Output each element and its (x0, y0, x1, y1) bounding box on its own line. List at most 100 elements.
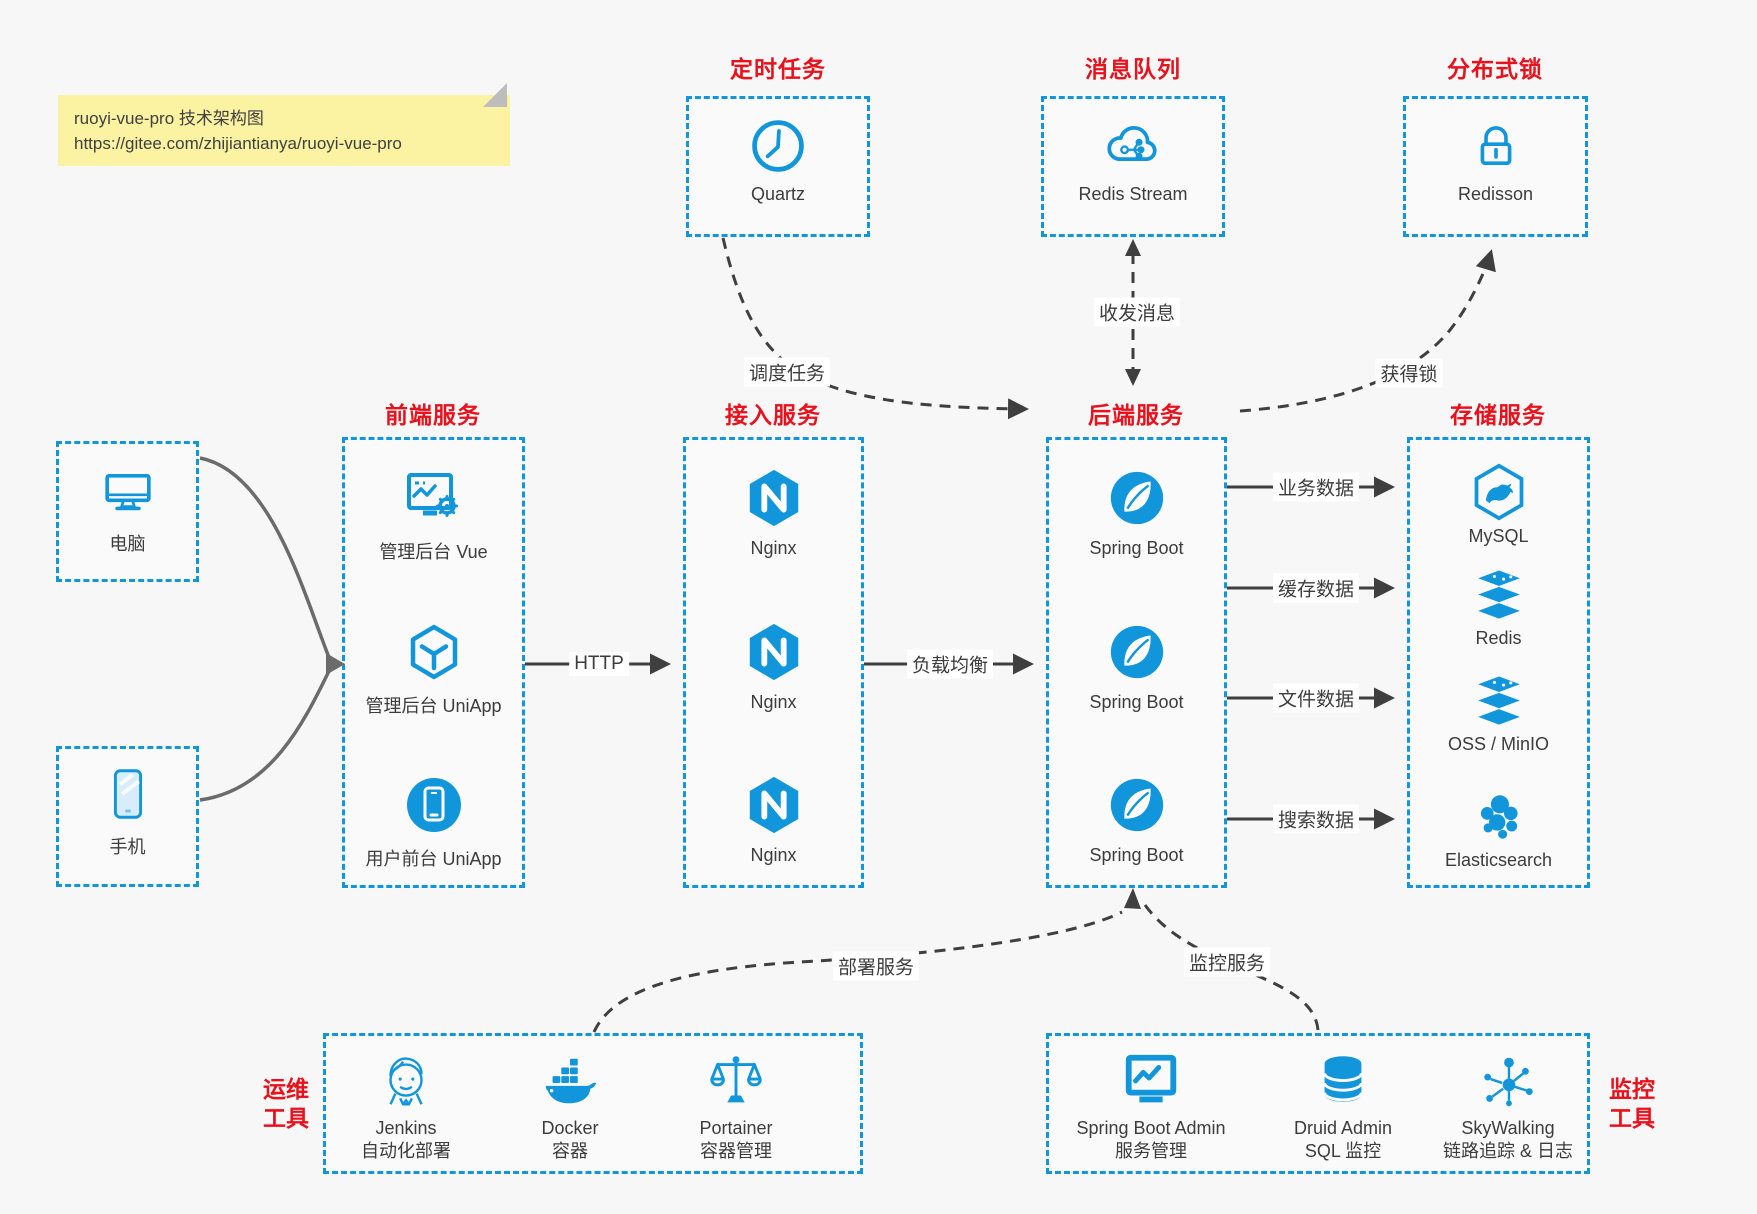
pc-client-label: 电脑 (109, 534, 146, 554)
clock-icon (752, 120, 804, 172)
storage-item-label: Redis (1475, 628, 1522, 648)
monitor-item-desc: 服务管理 (1115, 1141, 1187, 1161)
admin-vue-icon (406, 473, 458, 517)
ops-item-desc: 自动化部署 (361, 1141, 451, 1161)
backend-item-springboot-2: Spring Boot (1049, 620, 1224, 713)
desktop-icon (104, 473, 151, 511)
sticky-note: ruoyi-vue-pro 技术架构图 https://gitee.com/zh… (58, 83, 510, 166)
ops-item-desc: 容器 (552, 1141, 588, 1161)
access-item-nginx-1: Nginx (686, 466, 861, 559)
nginx-icon (749, 469, 798, 527)
ops-item-name: Docker (541, 1118, 599, 1138)
group-title-access: 接入服务 (725, 402, 821, 428)
frontend-item-user-uniapp: 用户前台 UniApp (345, 773, 522, 871)
edge-label-file-data: 文件数据 (1272, 683, 1360, 713)
druid-icon (1323, 1056, 1363, 1102)
backend-item-springboot-3: Spring Boot (1049, 773, 1224, 866)
monitor-tools-title: 监控 工具 (1609, 1075, 1655, 1133)
redis-stream-label: Redis Stream (1078, 184, 1188, 204)
note-fold-corner (483, 83, 507, 107)
backend-item-label: Spring Boot (1089, 692, 1184, 712)
phone-icon (113, 769, 142, 819)
edge-label-http: HTTP (569, 652, 629, 676)
jenkins-icon (389, 1057, 423, 1106)
backend-item-label: Spring Boot (1089, 538, 1184, 558)
frontend-item-admin-vue: 管理后台 Vue (345, 466, 522, 564)
access-item-label: Nginx (750, 538, 797, 558)
ops-item-desc: 容器管理 (700, 1141, 772, 1161)
acquire-lock-arrow (1239, 249, 1496, 413)
frontend-box: 管理后台 Vue 管理后台 UniApp 用户前台 UniApp (342, 437, 525, 888)
group-title-scheduled-jobs: 定时任务 (730, 56, 826, 82)
oss-icon (1477, 676, 1520, 725)
backend-item-springboot-1: Spring Boot (1049, 466, 1224, 559)
frontend-item-admin-uniapp: 管理后台 UniApp (345, 620, 522, 718)
ops-item-portainer: Portainer 容器管理 (661, 1050, 811, 1163)
ops-item-docker: Docker 容器 (495, 1050, 645, 1163)
edge-label-lock: 获得锁 (1375, 358, 1443, 388)
access-item-nginx-3: Nginx (686, 773, 861, 866)
storage-item-elasticsearch: Elasticsearch (1410, 788, 1587, 871)
storage-item-mysql: MySQL (1410, 462, 1587, 547)
group-title-frontend: 前端服务 (385, 402, 481, 428)
monitor-item-name: Druid Admin (1293, 1118, 1393, 1138)
monitor-item-skywalking: SkyWalking 链路追踪 & 日志 (1413, 1050, 1603, 1163)
ops-item-name: Portainer (699, 1118, 773, 1138)
mobile-client-label: 手机 (109, 837, 146, 857)
portainer-icon (710, 1056, 762, 1103)
edge-label-message: 收发消息 (1093, 297, 1181, 327)
ops-item-name: Jenkins (375, 1118, 437, 1138)
mysql-icon (1474, 463, 1523, 521)
access-item-label: Nginx (750, 845, 797, 865)
ops-title-line1: 运维 (263, 1076, 309, 1102)
storage-item-label: MySQL (1468, 526, 1529, 546)
redisson-box: Redisson (1403, 96, 1588, 237)
note-url: https://gitee.com/zhijiantianya/ruoyi-vu… (74, 134, 402, 153)
redis-stream-box: Redis Stream (1041, 96, 1225, 237)
ops-item-jenkins: Jenkins 自动化部署 (331, 1050, 481, 1163)
monitor-item-druid: Druid Admin SQL 监控 (1268, 1050, 1418, 1163)
elasticsearch-icon (1480, 795, 1518, 839)
nginx-icon (749, 623, 798, 681)
monitor-title-line1: 监控 (1609, 1076, 1655, 1102)
monitor-tools-box: Spring Boot Admin 服务管理 Druid Admin SQL 监… (1046, 1033, 1590, 1174)
group-title-backend: 后端服务 (1088, 402, 1184, 428)
monitor-item-name: SkyWalking (1461, 1118, 1555, 1138)
monitor-item-sba: Spring Boot Admin 服务管理 (1056, 1050, 1246, 1163)
edge-label-load-balance: 负载均衡 (906, 649, 994, 679)
pc-client-box: 电脑 (56, 441, 199, 582)
spring-boot-admin-icon (1125, 1054, 1177, 1103)
backend-box: Spring Boot Spring Boot Spring Boot (1046, 437, 1227, 888)
quartz-label: Quartz (750, 184, 806, 204)
spring-boot-icon (1110, 625, 1163, 679)
edge-label-monitor: 监控服务 (1183, 947, 1271, 977)
storage-item-oss-minio: OSS / MinIO (1410, 672, 1587, 755)
spring-boot-icon (1110, 471, 1163, 525)
group-title-storage: 存储服务 (1450, 402, 1546, 428)
edge-label-deploy: 部署服务 (832, 951, 920, 981)
docker-icon (545, 1058, 597, 1104)
storage-item-redis: Redis (1410, 566, 1587, 649)
access-item-label: Nginx (750, 692, 797, 712)
edge-label-biz-data: 业务数据 (1272, 472, 1360, 502)
group-title-message-queue: 消息队列 (1085, 56, 1181, 82)
quartz-box: Quartz (686, 96, 870, 237)
monitor-title-line2: 工具 (1609, 1105, 1655, 1131)
storage-box: MySQL Redis (1407, 437, 1590, 888)
skywalking-icon (1484, 1057, 1533, 1107)
storage-item-label: OSS / MinIO (1447, 734, 1550, 754)
user-app-icon (406, 778, 461, 832)
spring-boot-icon (1110, 778, 1163, 832)
frontend-item-label: 管理后台 UniApp (365, 696, 502, 716)
cloud-stream-icon (1107, 126, 1157, 162)
storage-item-label: Elasticsearch (1444, 850, 1553, 870)
edge-label-scheduled: 调度任务 (743, 357, 831, 387)
ops-tools-title: 运维 工具 (263, 1075, 309, 1133)
monitor-item-name: Spring Boot Admin (1076, 1118, 1226, 1138)
group-title-distributed-lock: 分布式锁 (1447, 56, 1543, 82)
uniapp-cube-icon (410, 624, 457, 680)
redisson-label: Redisson (1457, 184, 1534, 204)
backend-item-label: Spring Boot (1089, 845, 1184, 865)
client-to-frontend-arrows (199, 456, 345, 802)
frontend-item-label: 管理后台 Vue (379, 542, 488, 562)
